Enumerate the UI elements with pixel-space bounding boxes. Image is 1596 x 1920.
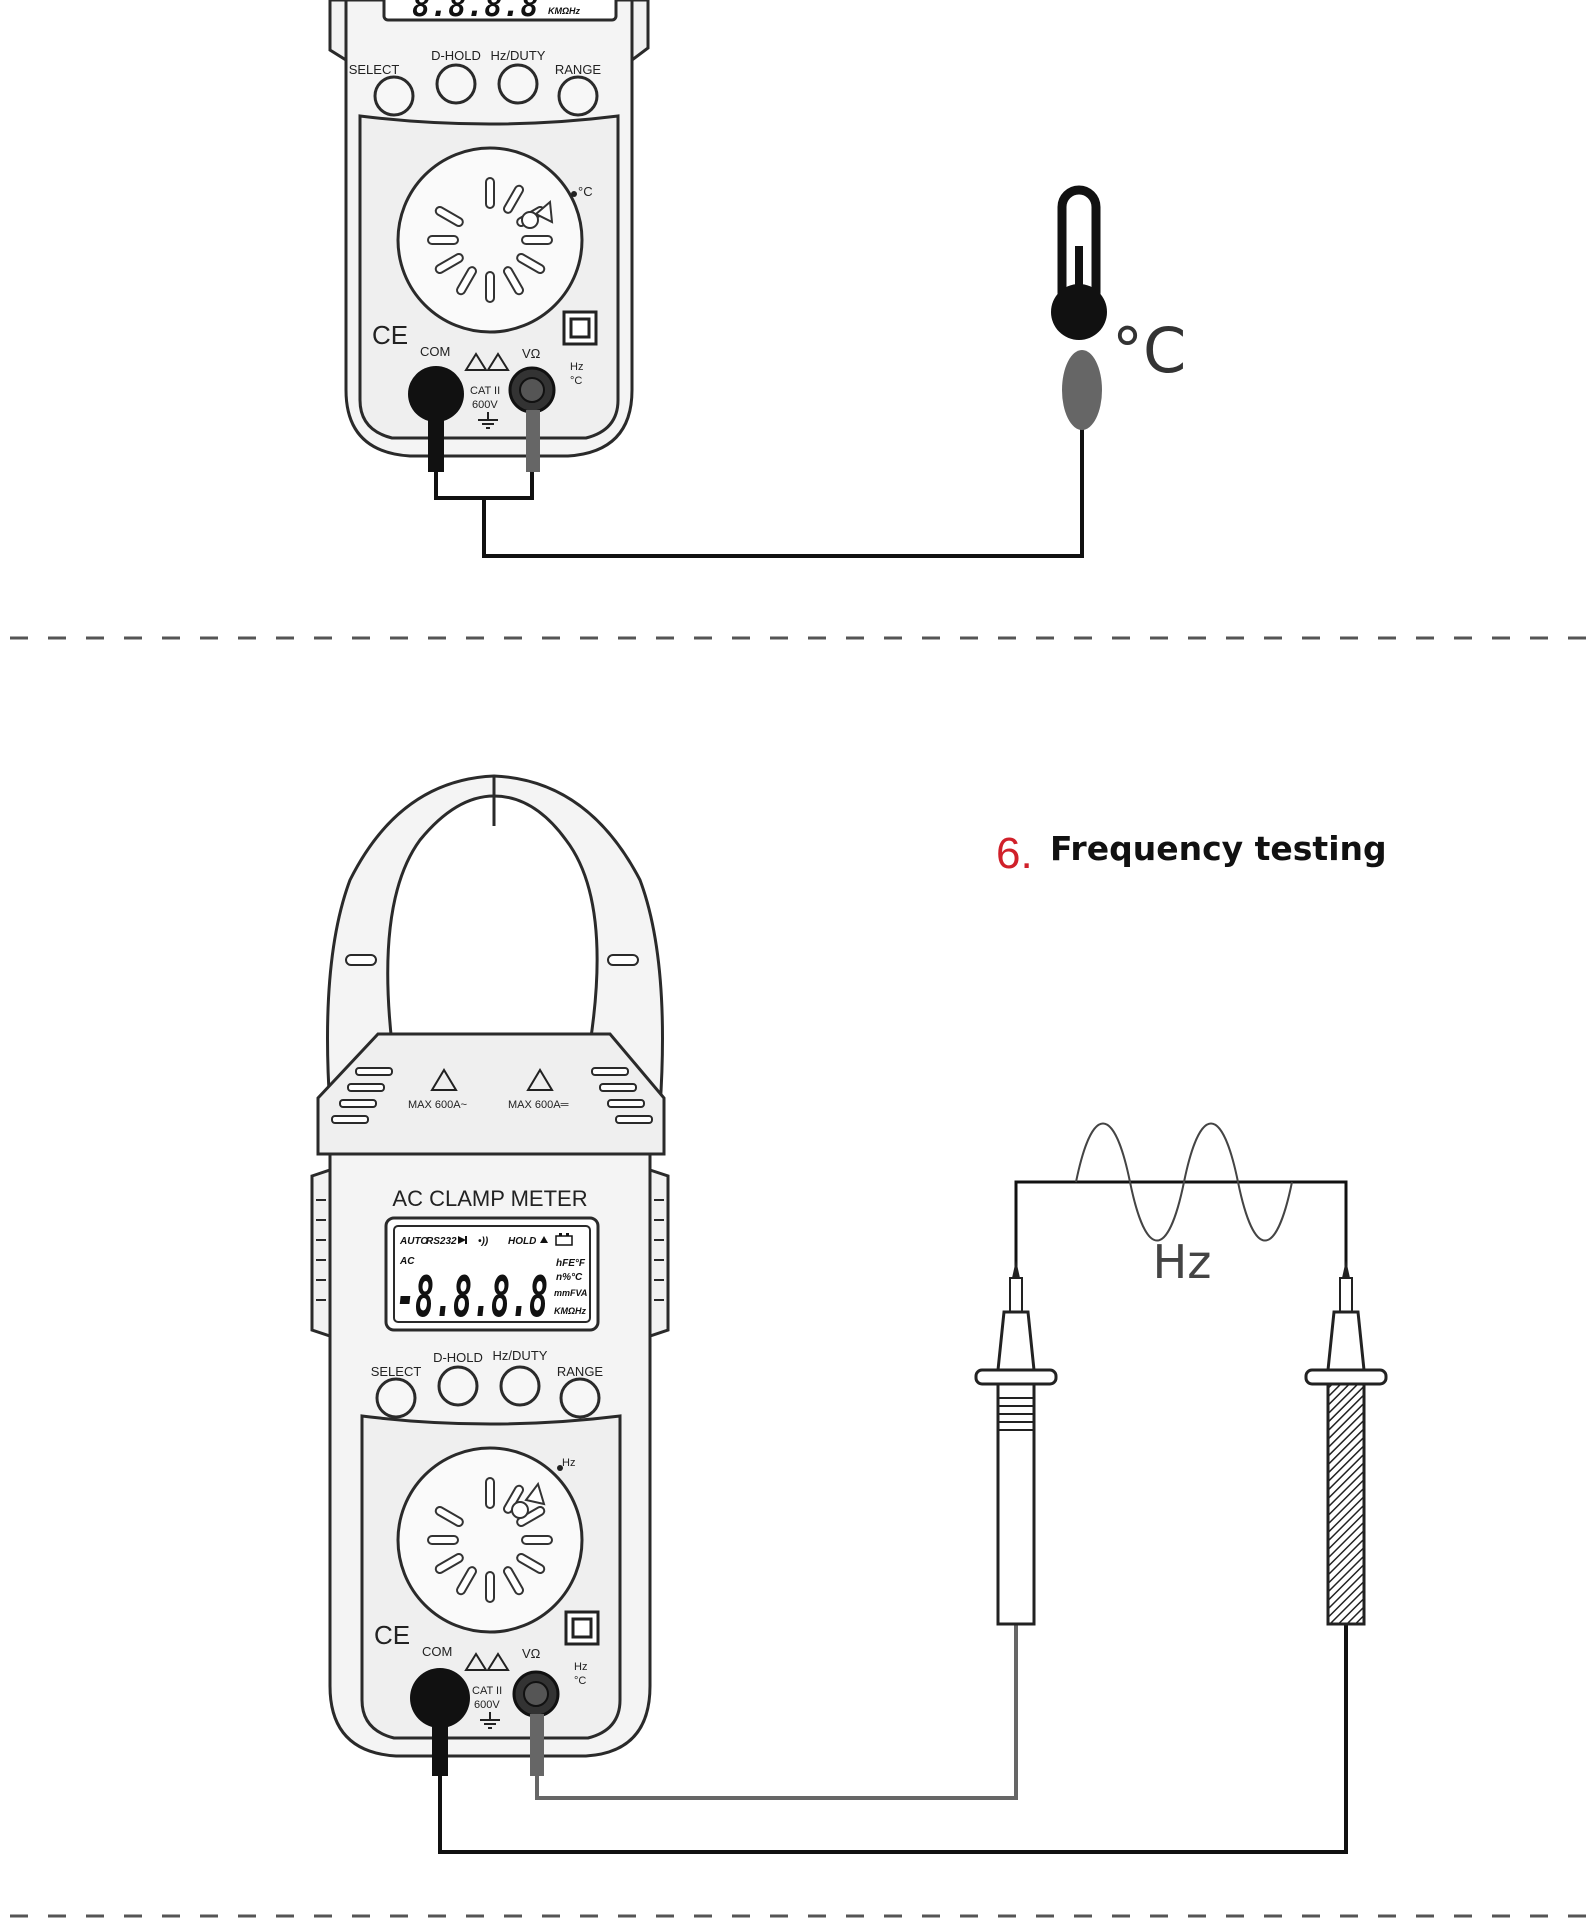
ce-mark: CE [374, 1620, 410, 1650]
top-meter: 8.8.8.8 KMΩHz SELECT D-HOLD Hz/DUTY RANG… [328, 0, 1186, 558]
hz-jack-label: Hz [574, 1661, 587, 1673]
dial-mark-label: Hz [562, 1457, 575, 1469]
range-button-label: RANGE [555, 62, 602, 77]
lcd-display: AUTO RS232 •)) HOLD AC -8.8.8.8 hFE°F n%… [384, 1216, 600, 1332]
lcd-unit-1: hFE°F [556, 1258, 586, 1269]
meter-title: AC CLAMP METER [392, 1186, 587, 1211]
warning-triangle-icon [464, 1652, 510, 1671]
probe-left [974, 1260, 1058, 1626]
select-button[interactable] [375, 1377, 417, 1419]
lcd-hold: HOLD [508, 1236, 536, 1247]
hzduty-button-label: Hz/DUTY [493, 1348, 548, 1363]
hz-jack-label: Hz [570, 361, 583, 373]
lcd-unit-fragment: KMΩHz [548, 6, 581, 16]
clamp-meter: MAX 600A~ MAX 600A═ AC CLAMP METER AUTO … [310, 774, 670, 1776]
cat-label-2: 600V [474, 1699, 500, 1711]
lcd-unit-2: n%°C [556, 1272, 583, 1283]
step-heading: 6. Frequency testing [996, 829, 1387, 878]
double-insulation-icon [562, 310, 598, 346]
double-insulation-icon [564, 1610, 600, 1646]
v-jack-label: VΩ [522, 1646, 541, 1661]
ce-mark: CE [372, 320, 408, 350]
com-plug [410, 1668, 470, 1776]
black-probe-wire [438, 1624, 1348, 1854]
battery-icon [555, 1233, 573, 1246]
select-button[interactable] [373, 75, 415, 117]
step-number: 6. [996, 829, 1033, 878]
range-button[interactable] [559, 1377, 601, 1419]
hzduty-button[interactable] [499, 1365, 541, 1407]
dial-pointer-icon [524, 1481, 546, 1506]
dhold-button[interactable] [437, 1365, 479, 1407]
hzduty-button-label: Hz/DUTY [491, 48, 546, 63]
ground-icon [478, 412, 498, 429]
warning-triangle-icon [526, 1068, 554, 1091]
c-jack-label: °C [574, 1675, 586, 1687]
v-jack-label: VΩ [522, 346, 541, 361]
range-button-label: RANGE [557, 1364, 604, 1379]
cat-label-2: 600V [472, 399, 498, 411]
max-right-label: MAX 600A═ [508, 1099, 569, 1111]
sensor-unit-label: °C [1112, 314, 1186, 387]
signal-label: Hz [1153, 1235, 1212, 1289]
continuity-icon: •)) [478, 1236, 489, 1247]
probe-wire [482, 400, 1084, 558]
lcd-unit-4: KMΩHz [554, 1306, 587, 1316]
warning-triangle-icon [464, 352, 510, 371]
warning-triangle-icon [430, 1068, 458, 1091]
signal-circuit [1014, 1180, 1348, 1276]
dhold-button[interactable] [435, 63, 477, 105]
cat-label-1: CAT II [472, 1685, 502, 1697]
step-title: Frequency testing [1050, 829, 1387, 868]
c-jack-label: °C [570, 375, 582, 387]
top-button-row: SELECT D-HOLD Hz/DUTY RANGE [349, 48, 602, 117]
ground-icon [480, 1712, 500, 1729]
lcd-digits: -8.8.8.8 [396, 1265, 548, 1330]
thermometer-icon [1051, 185, 1107, 340]
lcd-unit-3: mmFVA [554, 1288, 587, 1298]
sine-wave-icon [1075, 1122, 1293, 1242]
cat-label-1: CAT II [470, 385, 500, 397]
select-button-label: SELECT [371, 1364, 422, 1379]
com-plug [408, 366, 464, 472]
dhold-button-label: D-HOLD [433, 1350, 483, 1365]
temperature-probe [1062, 350, 1102, 430]
v-plug [508, 366, 556, 472]
rotary-dial[interactable] [396, 146, 584, 334]
lcd-ac: AC [399, 1256, 415, 1267]
dhold-button-label: D-HOLD [431, 48, 481, 63]
v-plug [512, 1670, 560, 1776]
select-button-label: SELECT [349, 62, 400, 77]
dial-pointer-icon [534, 199, 554, 224]
probe-right [1304, 1260, 1388, 1626]
com-jack-label: COM [420, 344, 450, 359]
range-button[interactable] [557, 75, 599, 117]
lcd-digits-fragment: 8.8.8.8 [412, 0, 538, 24]
diode-icon [458, 1236, 467, 1244]
com-jack-label: COM [422, 1644, 452, 1659]
rotary-dial[interactable] [396, 1446, 584, 1634]
triangle-indicator-icon [540, 1236, 548, 1243]
lcd-auto: AUTO [399, 1236, 428, 1247]
red-probe-wire [535, 1624, 1018, 1800]
button-row: SELECT D-HOLD Hz/DUTY RANGE [371, 1348, 604, 1419]
lcd-rs232: RS232 [426, 1236, 457, 1247]
max-left-label: MAX 600A~ [408, 1099, 467, 1111]
dial-mark-label: °C [578, 184, 593, 199]
hzduty-button[interactable] [497, 63, 539, 105]
